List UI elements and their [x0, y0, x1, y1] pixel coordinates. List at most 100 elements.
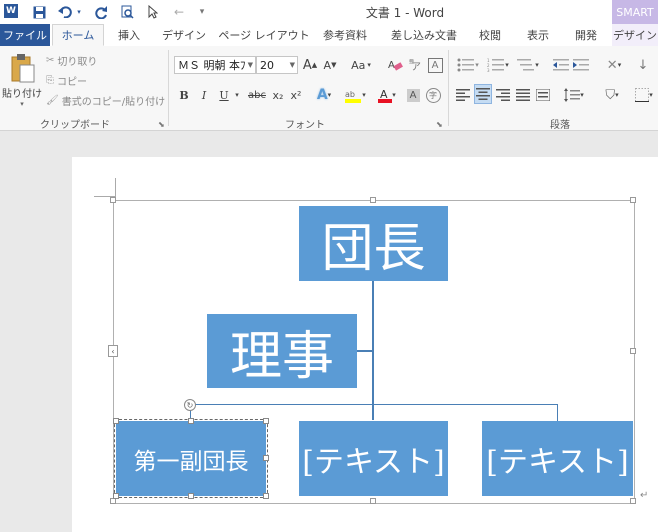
tab-view[interactable]: 表示	[527, 29, 549, 42]
cut-button[interactable]: ✂ 切り取り	[46, 52, 97, 68]
distributed-button[interactable]	[534, 86, 552, 104]
smartart-node-child-1[interactable]: 第一副団長	[114, 419, 268, 498]
undo-dropdown-icon[interactable]: ▾	[77, 8, 81, 16]
node-resize-handle[interactable]	[113, 418, 119, 424]
ribbon-tabs: ファイル ホーム 挿入 デザイン ページ レイアウト 参考資料 差し込み文書 校…	[0, 24, 658, 47]
tab-file[interactable]: ファイル	[0, 24, 50, 46]
tab-references[interactable]: 参考資料	[323, 29, 367, 42]
chevron-down-icon: ▾	[580, 91, 584, 99]
sort-button[interactable]: ↓	[637, 57, 649, 73]
shading-button[interactable]: ⛉▾	[598, 86, 626, 104]
align-center-icon	[476, 88, 490, 100]
smartart-node-assistant[interactable]: 理事	[207, 314, 357, 388]
chevron-down-icon: ▾	[475, 61, 479, 69]
enclose-characters-button[interactable]: 字	[424, 86, 442, 104]
bold-button[interactable]: B	[179, 88, 189, 102]
customize-icon[interactable]: ▾	[199, 7, 205, 17]
strikethrough-button[interactable]: abc	[248, 89, 266, 101]
tab-smartart-design[interactable]: デザイン	[612, 24, 658, 46]
copy-button[interactable]: ⎘ コピー	[46, 72, 87, 88]
underline-button[interactable]: U	[219, 88, 229, 102]
format-painter-label: 書式のコピー/貼り付け	[61, 96, 166, 108]
italic-button[interactable]: I	[201, 88, 207, 102]
justify-button[interactable]	[514, 86, 532, 104]
save-icon[interactable]	[30, 3, 48, 21]
tab-home[interactable]: ホーム	[52, 24, 104, 46]
text-effects-icon: A	[316, 87, 328, 103]
grow-font-button[interactable]: A▲	[302, 56, 318, 74]
text-effects-button[interactable]: A▾	[312, 86, 336, 104]
resize-handle[interactable]	[370, 197, 376, 203]
back-icon[interactable]: ←	[173, 5, 185, 19]
tab-design[interactable]: デザイン	[162, 29, 206, 42]
resize-handle[interactable]	[630, 348, 636, 354]
char-border-icon: A	[427, 57, 443, 73]
multilevel-list-button[interactable]: ▾	[514, 56, 542, 74]
smartart-node-child-3[interactable]: [テキスト]	[482, 421, 633, 496]
separator	[168, 50, 169, 126]
shrink-font-button[interactable]: A▼	[322, 56, 338, 74]
subscript-button[interactable]: x₂	[272, 88, 284, 102]
redo-icon[interactable]	[92, 3, 110, 21]
character-border-button[interactable]: A	[426, 56, 444, 74]
resize-handle[interactable]	[110, 197, 116, 203]
resize-handle[interactable]	[630, 498, 636, 504]
font-size-combo[interactable]: 20 ▼	[256, 56, 298, 74]
borders-button[interactable]: ▾	[630, 86, 658, 104]
tab-mailings[interactable]: 差し込み文書	[391, 29, 457, 42]
font-color-button[interactable]: A ▾	[374, 86, 400, 104]
font-name-combo[interactable]: ＭＳ 明朝 本ﾌ ▼	[174, 56, 256, 74]
superscript-button[interactable]: x²	[290, 88, 302, 102]
svg-text:A: A	[388, 60, 395, 71]
tab-review[interactable]: 校閲	[479, 29, 501, 42]
smartart-context-tab[interactable]: SMART	[612, 0, 658, 24]
asian-layout-button[interactable]: ✕▾	[600, 56, 628, 74]
word-app-icon[interactable]: W	[4, 4, 18, 18]
paste-button[interactable]: 貼り付け ▾	[2, 50, 42, 110]
text-pane-toggle-icon[interactable]: ‹	[108, 345, 118, 357]
underline-dropdown-icon[interactable]: ▾	[235, 91, 239, 99]
tab-developer[interactable]: 開発	[575, 29, 597, 42]
bullets-icon	[457, 58, 475, 72]
decrease-indent-button[interactable]	[552, 56, 570, 74]
line-spacing-button[interactable]: ▾	[560, 86, 588, 104]
node-resize-handle[interactable]	[263, 418, 269, 424]
format-painter-button[interactable]: 🖌 書式のコピー/貼り付け	[46, 92, 165, 108]
undo-icon[interactable]	[56, 3, 74, 21]
node-resize-handle[interactable]	[263, 493, 269, 499]
node-resize-handle[interactable]	[263, 455, 269, 461]
node-resize-handle[interactable]	[113, 493, 119, 499]
resize-handle[interactable]	[630, 197, 636, 203]
character-shading-button[interactable]: A	[404, 86, 422, 104]
margin-mark	[94, 196, 116, 197]
tab-insert[interactable]: 挿入	[118, 29, 140, 42]
rotate-handle-icon[interactable]: ↻	[184, 399, 196, 411]
smartart-node-top[interactable]: 団長	[299, 206, 448, 281]
pointer-icon[interactable]	[146, 3, 160, 21]
font-launcher-icon[interactable]: ⬊	[436, 120, 443, 129]
align-left-button[interactable]	[454, 86, 472, 104]
node-resize-handle[interactable]	[188, 418, 194, 424]
smartart-node-child-2[interactable]: [テキスト]	[299, 421, 448, 496]
borders-icon	[635, 88, 650, 102]
align-center-button[interactable]	[474, 84, 492, 104]
clear-formatting-button[interactable]: A	[386, 56, 404, 74]
clipboard-launcher-icon[interactable]: ⬊	[158, 120, 165, 129]
chevron-down-icon: ▼	[289, 61, 295, 69]
node-resize-handle[interactable]	[188, 493, 194, 499]
phonetic-guide-button[interactable]: ア亜	[406, 56, 424, 74]
increase-indent-button[interactable]	[572, 56, 590, 74]
connector-line	[372, 280, 374, 420]
grow-font-label: A	[302, 57, 312, 73]
bullets-button[interactable]: ▾	[454, 56, 482, 74]
align-right-button[interactable]	[494, 86, 512, 104]
change-case-button[interactable]: Aa▾	[346, 56, 376, 74]
print-preview-icon[interactable]	[118, 3, 136, 21]
highlight-button[interactable]: ab ▾	[342, 86, 368, 104]
resize-handle[interactable]	[370, 498, 376, 504]
line-spacing-icon	[564, 88, 581, 102]
font-color-swatch	[378, 99, 393, 103]
tab-page-layout[interactable]: ページ レイアウト	[218, 29, 310, 42]
clipboard-group-label: クリップボード	[40, 120, 110, 131]
